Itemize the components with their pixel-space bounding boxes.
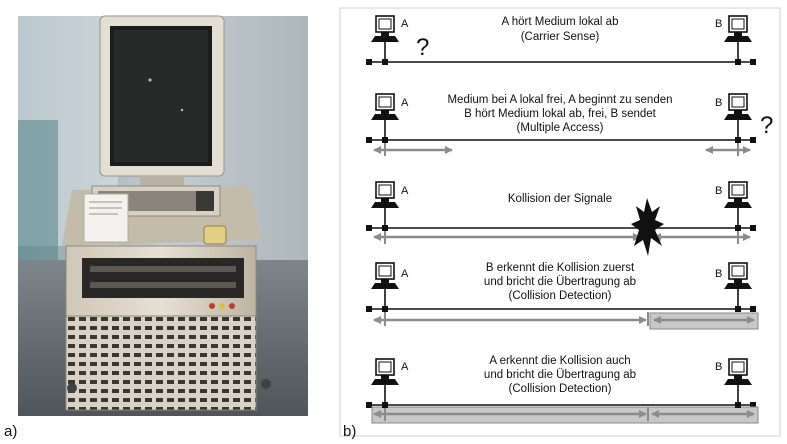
station-b-label: B xyxy=(715,185,722,197)
workstation-icon xyxy=(724,181,752,231)
workstation-icon xyxy=(724,93,752,143)
station-a-label: A xyxy=(401,361,409,373)
cables xyxy=(370,61,752,406)
caption-scenario-3-line-1: Kollision der Signale xyxy=(508,193,612,205)
station-b-label: B xyxy=(715,268,722,280)
panel-a-label: a) xyxy=(4,423,17,440)
collision-burst-icon xyxy=(631,198,664,256)
question-mark-a: ? xyxy=(416,34,429,61)
workstation-icon xyxy=(371,15,399,65)
workstation-icon xyxy=(371,181,399,231)
station-labels: A B A B A B A B A B xyxy=(401,18,722,373)
tap-markers xyxy=(384,142,739,421)
station-a-label: A xyxy=(401,18,409,30)
station-b-label: B xyxy=(715,18,722,30)
scenario-captions: A hört Medium lokal ab (Carrier Sense) M… xyxy=(447,16,672,395)
station-a-label: A xyxy=(401,268,409,280)
cable-terminators xyxy=(366,59,756,408)
workstations xyxy=(371,15,752,408)
caption-scenario-2-line-2: B hört Medium lokal ab, frei, B sendet xyxy=(464,108,657,120)
workstation-icon xyxy=(371,93,399,143)
caption-scenario-4-line-3: (Collision Detection) xyxy=(509,290,612,302)
diagram-frame xyxy=(339,7,781,437)
caption-scenario-5-line-1: A erkennt die Kollision auch xyxy=(489,355,630,367)
station-a-label: A xyxy=(401,185,409,197)
caption-scenario-4-line-1: B erkennt die Kollision zuerst xyxy=(486,262,635,274)
caption-scenario-5-line-3: (Collision Detection) xyxy=(509,383,612,395)
station-a-label: A xyxy=(401,97,409,109)
caption-scenario-4-line-2: und bricht die Übertragung ab xyxy=(484,276,636,288)
caption-scenario-2-line-3: (Multiple Access) xyxy=(517,122,604,134)
station-b-label: B xyxy=(715,361,722,373)
station-b-label: B xyxy=(715,97,722,109)
caption-scenario-2-line-1: Medium bei A lokal frei, A beginnt zu se… xyxy=(447,94,672,106)
question-mark-b: ? xyxy=(760,112,773,139)
workstation-icon xyxy=(724,262,752,312)
workstation-icon xyxy=(371,262,399,312)
caption-scenario-1-line-1: A hört Medium lokal ab xyxy=(502,16,619,28)
caption-scenario-1-line-2: (Carrier Sense) xyxy=(521,31,600,43)
panel-b-label: b) xyxy=(343,423,356,440)
workstation-icon xyxy=(724,358,752,408)
workstation-icon xyxy=(724,15,752,65)
workstation-icon xyxy=(371,358,399,408)
signal-arrows xyxy=(373,146,755,418)
caption-scenario-5-line-2: und bricht die Übertragung ab xyxy=(484,369,636,381)
photo-xerox-alto xyxy=(18,15,308,416)
